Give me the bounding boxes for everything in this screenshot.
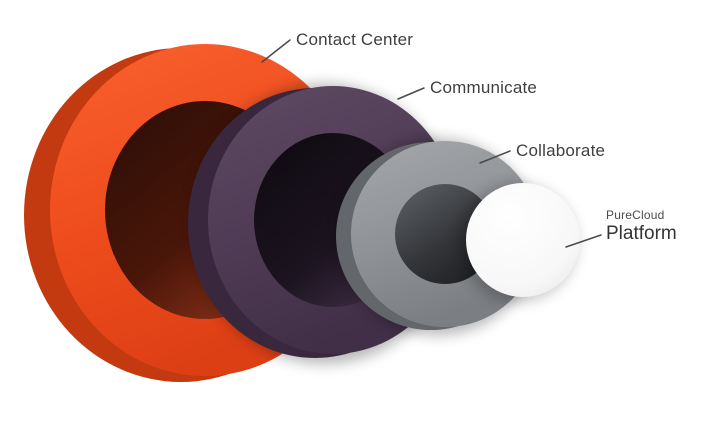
label-communicate: Communicate: [430, 78, 538, 97]
label-contact-center: Contact Center: [296, 30, 414, 49]
connector-line-platform: [565, 234, 602, 248]
label-platform: Platform: [606, 223, 677, 244]
connector-line-contact-center: [261, 39, 291, 63]
label-purecloud: PureCloud: [606, 208, 665, 222]
platform-sphere-face: [466, 183, 580, 297]
platform-sphere: [459, 183, 580, 302]
connector-lines: [261, 39, 602, 248]
connector-line-communicate: [397, 87, 425, 100]
connector-line-collaborate: [479, 150, 511, 164]
label-collaborate: Collaborate: [516, 141, 606, 160]
label-platform-group: PureCloud Platform: [606, 208, 677, 245]
